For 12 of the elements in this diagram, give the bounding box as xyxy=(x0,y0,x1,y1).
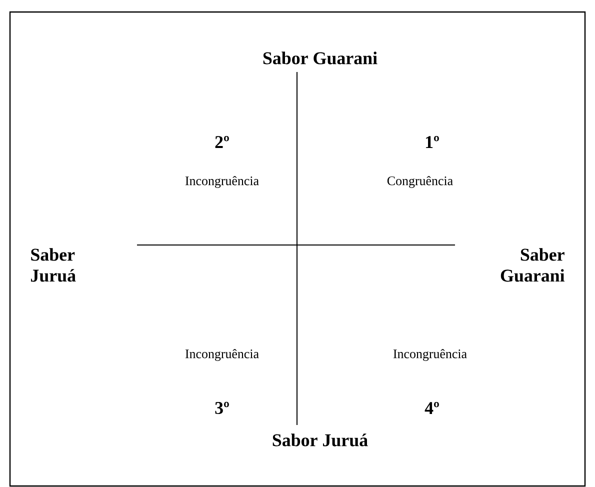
quadrant-label: Incongruência xyxy=(393,349,467,361)
quadrant-label: Congruência xyxy=(387,176,453,188)
quadrant-number: 3º xyxy=(215,402,229,414)
axis-title: Saber Guarani xyxy=(500,248,565,282)
quadrant-number: 1º xyxy=(426,136,439,148)
quadrant-label: Incongruência xyxy=(185,349,259,361)
quadrant-number: 2º xyxy=(215,136,229,148)
axis-title: Sabor Guarani xyxy=(263,52,378,64)
axis-title: Sabor Juruá xyxy=(272,434,368,446)
quadrant-number: 4º xyxy=(424,402,439,414)
axis-title: Saber Juruá xyxy=(31,248,76,282)
quadrant-label: Incongruência xyxy=(185,176,259,188)
